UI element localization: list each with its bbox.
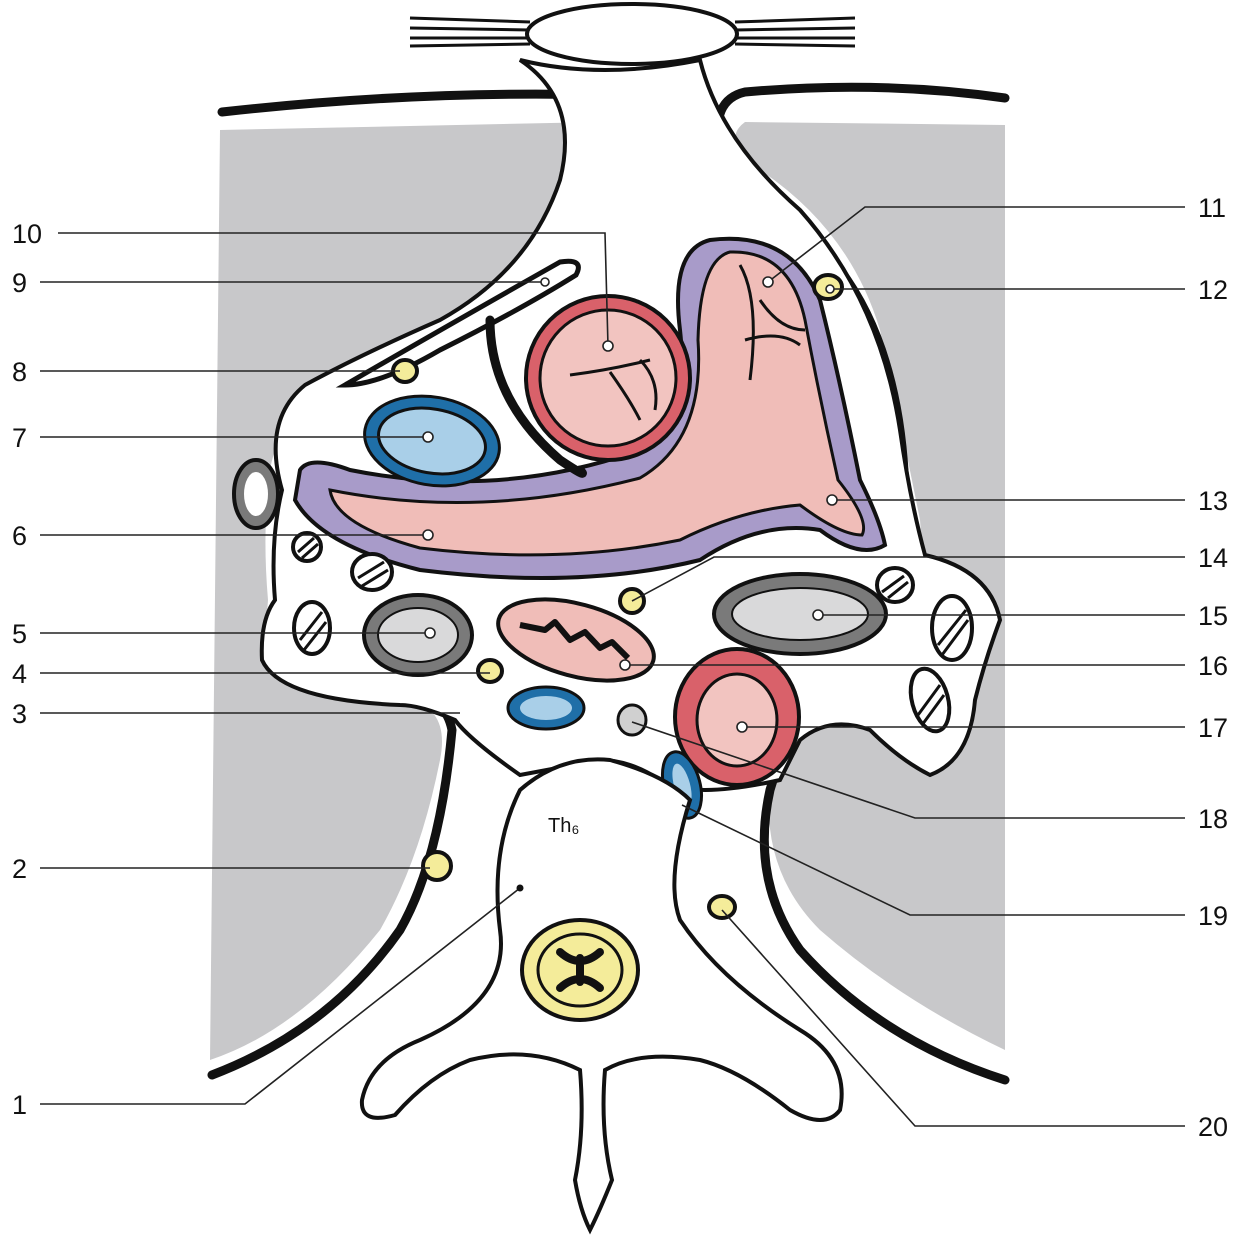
label-8: 8 bbox=[12, 357, 27, 387]
spinal-cord bbox=[522, 920, 638, 1020]
label-7: 7 bbox=[12, 423, 27, 453]
thoracic-duct bbox=[618, 705, 646, 735]
label-6: 6 bbox=[12, 521, 27, 551]
label-4: 4 bbox=[12, 659, 27, 689]
sympathetic-trunk-left bbox=[423, 852, 451, 880]
sympathetic-trunk-right bbox=[709, 896, 735, 918]
azygos-vein bbox=[508, 687, 584, 729]
right-main-bronchus bbox=[364, 595, 472, 675]
sternum bbox=[410, 4, 855, 64]
label-12: 12 bbox=[1198, 275, 1228, 305]
label-10: 10 bbox=[12, 219, 42, 249]
label-16: 16 bbox=[1198, 651, 1228, 681]
label-11: 11 bbox=[1198, 193, 1226, 223]
label-3: 3 bbox=[12, 699, 27, 729]
vertebra-label: Th₆ bbox=[548, 815, 579, 837]
left-internal-thoracic-vessel bbox=[234, 460, 278, 528]
label-15: 15 bbox=[1198, 601, 1228, 631]
label-14: 14 bbox=[1198, 543, 1228, 573]
vagus-nerve-right bbox=[478, 660, 502, 682]
label-20: 20 bbox=[1198, 1112, 1228, 1142]
label-18: 18 bbox=[1198, 804, 1228, 834]
label-9: 9 bbox=[12, 268, 27, 298]
label-2: 2 bbox=[12, 854, 27, 884]
label-5: 5 bbox=[12, 619, 27, 649]
label-1: 1 bbox=[12, 1090, 27, 1120]
label-19: 19 bbox=[1198, 901, 1228, 931]
label-17: 17 bbox=[1198, 713, 1228, 743]
left-main-bronchus bbox=[714, 574, 886, 654]
label-13: 13 bbox=[1198, 486, 1228, 516]
